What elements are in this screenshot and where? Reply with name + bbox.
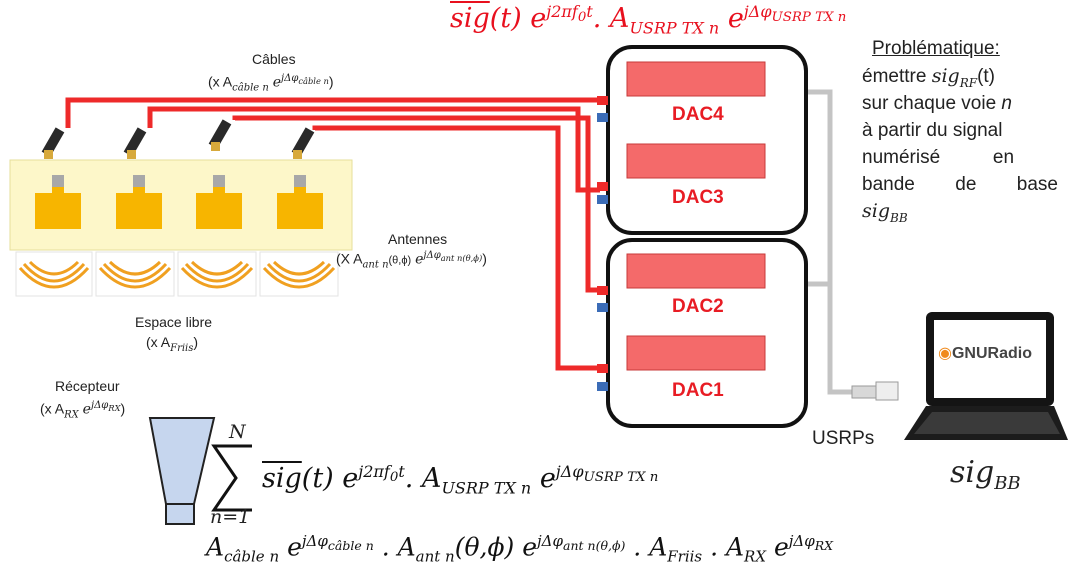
- antenna-patch-2: [116, 175, 162, 229]
- cable-4: [312, 125, 600, 371]
- receiver-gain: (x ARX ejΔφRX): [40, 400, 126, 421]
- dac4-label: DAC4: [672, 104, 724, 125]
- cable-connectors: [41, 119, 315, 157]
- receiver-horn: [148, 417, 216, 525]
- problem-line-5: bande de base: [862, 174, 1058, 195]
- problem-line-3: à partir du signal: [862, 120, 1003, 141]
- usrp-bottom: [597, 238, 808, 428]
- usrp-top-port-blue-2: [597, 195, 608, 204]
- free-space-gain: (x AFriis): [146, 334, 199, 354]
- dac2-block: [626, 253, 766, 289]
- connector-tips: [44, 142, 302, 159]
- dac4-block: [626, 61, 766, 97]
- usrp-bottom-port-blue-2: [597, 382, 608, 391]
- bottom-formula: Acâble n ejΔφcâble n . Aant n(θ,ϕ) ejΔφa…: [206, 532, 834, 566]
- cables-gain: (x Acâble n ejΔφcâble n): [208, 73, 334, 94]
- antennas-title: Antennes: [388, 231, 448, 247]
- radiation-patterns: [15, 251, 339, 297]
- antenna-patches: [35, 175, 323, 229]
- gnuradio-logo: ◉GNURadio: [938, 345, 1032, 362]
- antenna-patch-3: [196, 175, 242, 229]
- dac1-label: DAC1: [672, 380, 724, 401]
- top-formula: sig(t) ej2πf0t. AUSRP TX n ejΔφUSRP TX n: [450, 2, 847, 38]
- radiation-3: [177, 251, 257, 297]
- sum-term: sig(t) ej2πf0t. AUSRP TX n ejΔφUSRP TX n: [262, 462, 659, 498]
- sum-lower-bound: n=1: [210, 506, 251, 528]
- sig-bb-laptop-label: sigBB: [950, 455, 1021, 494]
- problem-title: Problématique:: [872, 38, 1000, 59]
- usrp-bottom-port-red-2: [597, 364, 608, 373]
- radiation-1: [15, 251, 93, 297]
- antennas-gain: (X Aant n(θ,ϕ) ejΔφant n(θ,ϕ)): [336, 250, 487, 271]
- connector-4: [291, 127, 315, 157]
- usrp-top-port-blue-1: [597, 113, 608, 122]
- connector-2: [123, 127, 147, 157]
- usrps-label: USRPs: [812, 428, 875, 449]
- free-space-title: Espace libre: [135, 314, 213, 330]
- problem-line-2: sur chaque voie n: [862, 93, 1012, 114]
- sum-upper-bound: N: [229, 421, 246, 443]
- problem-line-1: émettre sigRF(t): [862, 65, 996, 90]
- usrp-bottom-port-red-1: [597, 286, 608, 295]
- laptop: [904, 312, 1068, 440]
- problem-line-4: numérisé en: [862, 147, 1015, 168]
- problem-line-6: sigBB: [862, 200, 908, 225]
- usrp-top: [597, 45, 808, 235]
- usrp-bottom-port-blue-1: [597, 303, 608, 312]
- dac1-block: [626, 335, 766, 371]
- antenna-patch-4: [277, 175, 323, 229]
- antenna-patch-1: [35, 175, 81, 229]
- cable-2: [147, 106, 600, 193]
- usrp-top-port-red-2: [597, 182, 608, 191]
- ethernet-plug: [851, 381, 899, 401]
- radiation-2: [95, 251, 175, 297]
- dac2-label: DAC2: [672, 296, 724, 317]
- connector-3: [208, 119, 232, 149]
- cables-title: Câbles: [252, 51, 296, 67]
- dac3-block: [626, 143, 766, 179]
- summation-symbol: [211, 444, 252, 512]
- receiver-title: Récepteur: [55, 378, 120, 394]
- usrp-top-port-red-1: [597, 96, 608, 105]
- connector-1: [41, 127, 65, 157]
- radiation-4: [259, 251, 339, 297]
- cable-3: [232, 115, 600, 293]
- dac3-label: DAC3: [672, 187, 724, 208]
